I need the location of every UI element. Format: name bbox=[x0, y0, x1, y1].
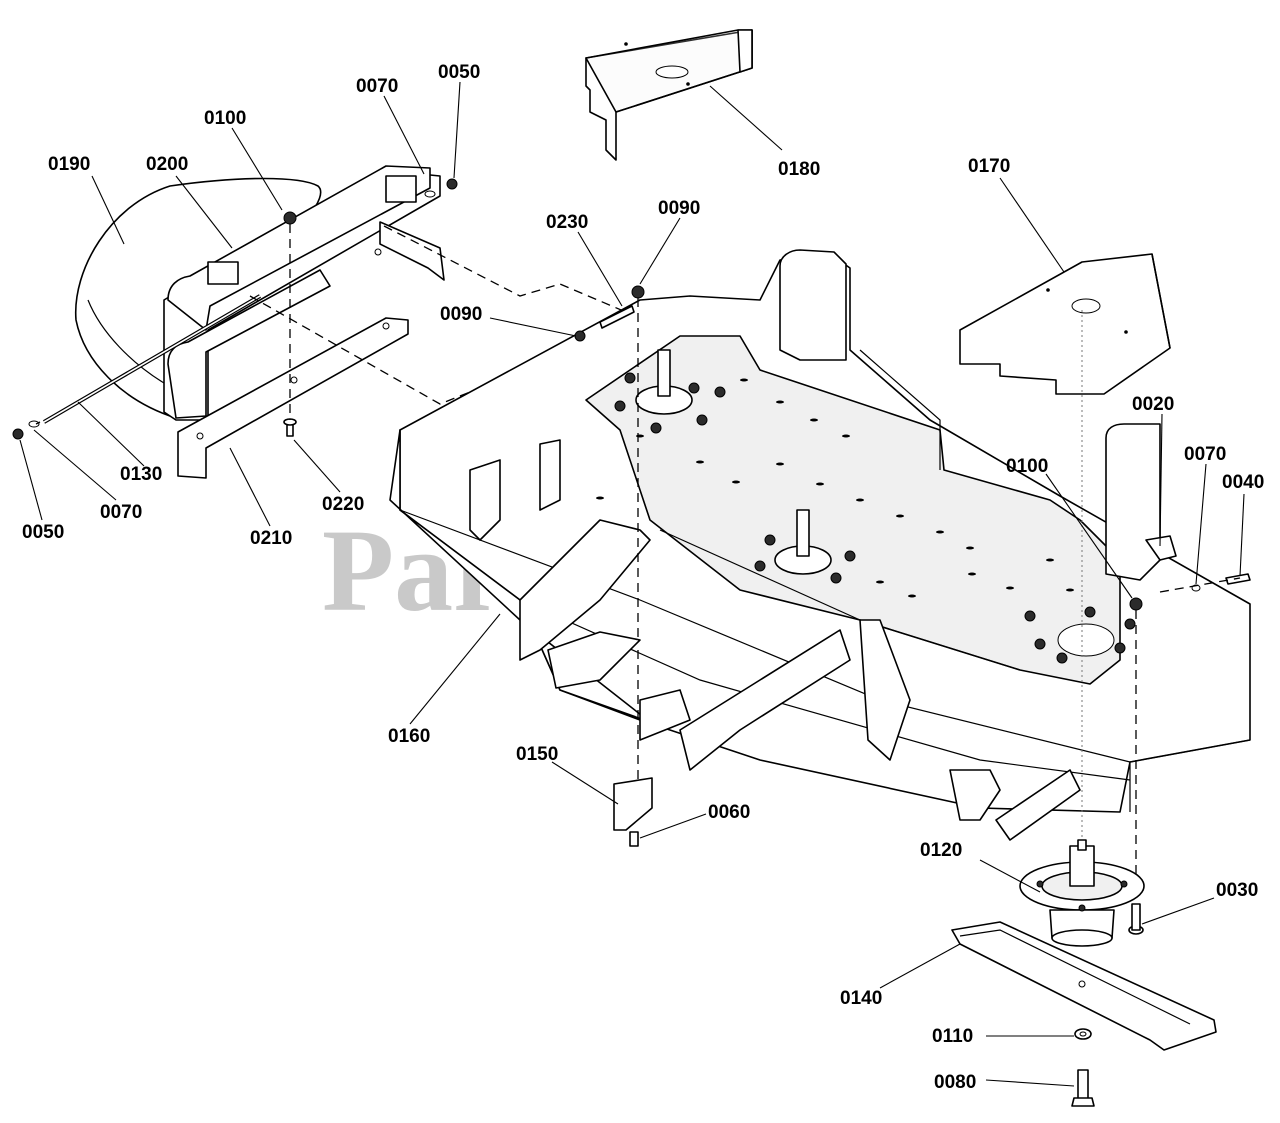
leader-lines bbox=[19, 81, 1245, 1087]
label-0110[interactable]: 0110 bbox=[932, 1026, 973, 1047]
part-0150-bracket[interactable] bbox=[613, 650, 653, 847]
part-labels: 0190 0200 0100 0070 0050 0180 0230 0090 … bbox=[22, 62, 1264, 1093]
label-0100-right[interactable]: 0100 bbox=[1006, 456, 1048, 477]
part-0030-bolt[interactable] bbox=[1128, 903, 1144, 935]
part-0020-bracket[interactable] bbox=[1145, 535, 1177, 561]
label-0210[interactable]: 0210 bbox=[250, 528, 292, 549]
part-0120-spindle[interactable] bbox=[1019, 839, 1145, 947]
label-0080[interactable]: 0080 bbox=[934, 1072, 976, 1093]
label-0020[interactable]: 0020 bbox=[1132, 394, 1174, 415]
label-0150[interactable]: 0150 bbox=[516, 744, 558, 765]
deck-bolts bbox=[614, 372, 1136, 664]
label-0100[interactable]: 0100 bbox=[204, 108, 246, 129]
label-0230[interactable]: 0230 bbox=[546, 212, 588, 233]
label-0070[interactable]: 0070 bbox=[356, 76, 398, 97]
label-0070-right[interactable]: 0070 bbox=[1184, 444, 1226, 465]
label-0160[interactable]: 0160 bbox=[388, 726, 430, 747]
label-0140[interactable]: 0140 bbox=[840, 988, 882, 1009]
part-0140-blade[interactable] bbox=[951, 921, 1217, 1051]
deck-slots bbox=[596, 378, 1074, 598]
label-0030[interactable]: 0030 bbox=[1216, 880, 1258, 901]
label-0180[interactable]: 0180 bbox=[778, 159, 820, 180]
part-0160-mower-deck[interactable] bbox=[389, 249, 1251, 841]
part-0110-washer[interactable] bbox=[1074, 1028, 1092, 1040]
part-0210-chute-plate[interactable] bbox=[177, 317, 409, 479]
label-0090[interactable]: 0090 bbox=[658, 198, 700, 219]
part-0170-belt-shield[interactable] bbox=[959, 253, 1171, 395]
label-0090-lower[interactable]: 0090 bbox=[440, 304, 482, 325]
hardware-left-group bbox=[12, 178, 458, 440]
part-0080-bolt[interactable] bbox=[1071, 1069, 1095, 1107]
part-0130-rod[interactable] bbox=[42, 294, 262, 424]
label-0220[interactable]: 0220 bbox=[322, 494, 364, 515]
label-0060[interactable]: 0060 bbox=[708, 802, 750, 823]
label-0050-left[interactable]: 0050 bbox=[22, 522, 64, 543]
label-0190[interactable]: 0190 bbox=[48, 154, 90, 175]
label-0120[interactable]: 0120 bbox=[920, 840, 962, 861]
part-0180-belt-shield[interactable] bbox=[585, 29, 753, 161]
label-0070-left[interactable]: 0070 bbox=[100, 502, 142, 523]
label-0200[interactable]: 0200 bbox=[146, 154, 188, 175]
hardware-0230-0090 bbox=[574, 285, 645, 640]
label-0050[interactable]: 0050 bbox=[438, 62, 480, 83]
label-0170[interactable]: 0170 bbox=[968, 156, 1010, 177]
label-0040[interactable]: 0040 bbox=[1222, 472, 1264, 493]
hardware-right-group bbox=[1129, 573, 1251, 880]
label-0130[interactable]: 0130 bbox=[120, 464, 162, 485]
